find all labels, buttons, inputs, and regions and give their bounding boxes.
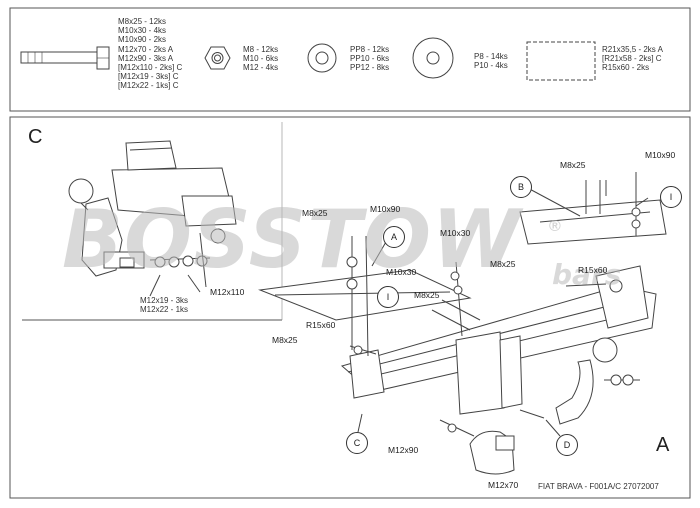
section-c-bolt-label: M12x110 xyxy=(210,287,245,297)
watermark-sub: bars xyxy=(552,258,622,291)
section-a-assembly xyxy=(258,172,667,475)
spacer-spec-list: R21x35,5 - 2ks A [R21x58 - 2ks] C R15x60… xyxy=(602,45,663,73)
bolt-spec: M10x30 - 4ks xyxy=(118,26,167,36)
label-m8x25-mid: M8x25 xyxy=(302,208,328,218)
callout-b: B xyxy=(510,176,532,198)
nut-spec: M10 - 6ks xyxy=(243,54,279,64)
spacer-spec: [R21x58 - 2ks] C xyxy=(602,54,662,64)
nut-spec: M12 - 4ks xyxy=(243,63,279,73)
spacer-spec: R21x35,5 - 2ks A xyxy=(602,45,663,54)
label-m8x25-left: M8x25 xyxy=(272,335,298,345)
bolt-spec: M12x90 - 3ks A xyxy=(118,53,174,63)
bolt-note-line: M12x19 - 3ks xyxy=(140,296,189,305)
bolt-spec: M12x70 - 2ks A xyxy=(118,44,174,54)
washer-spec-list: PP8 - 12ks PP10 - 6ks PP12 - 8ks xyxy=(350,45,389,73)
callout-c: C xyxy=(346,432,368,454)
drawing-footer: FIAT BRAVA - F001A/C 27072007 xyxy=(538,482,659,491)
bolt-spec: [M12x110 - 2ks] C xyxy=(118,63,183,73)
flat-washer-icon xyxy=(412,37,454,79)
bolt-spec-list: M8x25 - 12ks M10x30 - 4ks M10x90 - 2ks M… xyxy=(118,17,182,91)
spacer-spec: R15x60 - 2ks xyxy=(602,63,650,73)
label-m10x90-top: M10x90 xyxy=(645,150,676,160)
label-m8x25-center: M8x25 xyxy=(414,290,440,300)
bolt-icon xyxy=(20,46,110,70)
spring-washer-icon xyxy=(307,43,337,73)
bolt-note-line: M12x22 - 1ks xyxy=(140,305,189,315)
washer-spec: PP12 - 8ks xyxy=(350,63,390,73)
watermark-registered: ® xyxy=(549,218,561,235)
bolt-spec: M10x90 - 2ks xyxy=(118,35,167,45)
bolt-spec: [M12x19 - 3ks] C xyxy=(118,72,179,82)
label-m10x30-a: M10x30 xyxy=(440,228,471,238)
bolt-spec: M8x25 - 12ks xyxy=(118,17,167,26)
label-m8x25-top: M8x25 xyxy=(560,160,586,170)
spacer-icon xyxy=(526,41,596,81)
label-r15x60-right: R15x60 xyxy=(578,265,608,275)
nut-spec-list: M8 - 12ks M10 - 6ks M12 - 4ks xyxy=(243,45,278,73)
label-m8x25-right: M8x25 xyxy=(490,259,516,269)
section-c-bolt-note: M12x19 - 3ks M12x22 - 1ks xyxy=(140,296,188,314)
nut-icon xyxy=(204,46,231,70)
watermark-brand: BOSSTOW xyxy=(62,193,522,286)
label-m12x70: M12x70 xyxy=(488,480,519,490)
section-a-letter: A xyxy=(656,434,670,456)
bolt-spec: [M12x22 - 1ks] C xyxy=(118,81,179,91)
nut-spec: M8 - 12ks xyxy=(243,45,279,54)
label-r15x60-left: R15x60 xyxy=(306,320,336,330)
flat-washer-spec: P8 - 14ks xyxy=(474,52,508,61)
callout-d: D xyxy=(556,434,578,456)
washer-spec: PP8 - 12ks xyxy=(350,45,390,54)
washer-spec: PP10 - 6ks xyxy=(350,54,390,64)
section-c-assembly xyxy=(68,140,237,297)
label-m10x90-mid: M10x90 xyxy=(370,204,401,214)
callout-a: A xyxy=(383,226,405,248)
label-m12x90: M12x90 xyxy=(388,445,419,455)
label-m10x30-b: M10x30 xyxy=(386,267,417,277)
callout-i-center: I xyxy=(377,286,399,308)
flat-washer-spec-list: P8 - 14ks P10 - 4ks xyxy=(474,52,508,70)
section-c-letter: C xyxy=(28,126,43,148)
callout-i-right: I xyxy=(660,186,682,208)
flat-washer-spec: P10 - 4ks xyxy=(474,61,508,71)
